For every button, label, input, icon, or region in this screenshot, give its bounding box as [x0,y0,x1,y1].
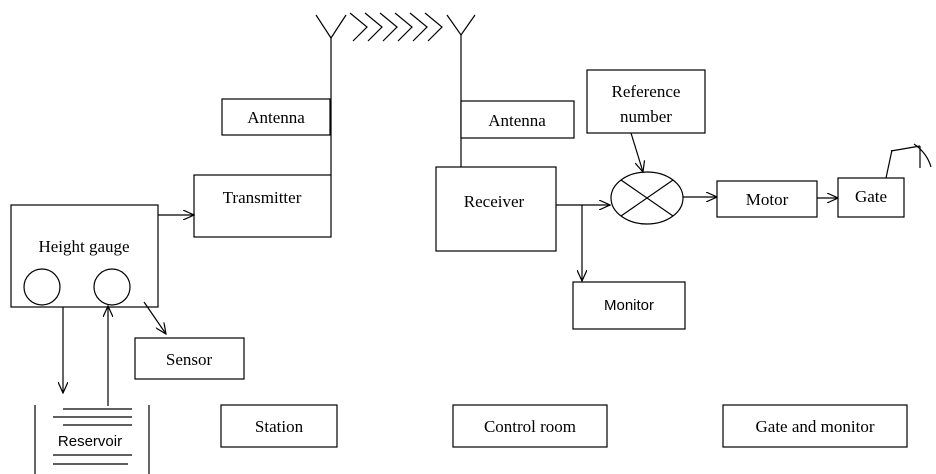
control-room-label: Control room [484,417,576,436]
receiver-label: Receiver [464,192,525,211]
gate-label: Gate [855,187,887,206]
reservoir-label: Reservoir [58,433,122,450]
station-label: Station [255,417,304,436]
receiver-box: Receiver [435,166,557,252]
station-label-box: Station [220,404,338,448]
gate-and-monitor-label: Gate and monitor [756,417,875,436]
antenna-station-box: Antenna [221,98,331,136]
summing-junction-icon [610,171,684,225]
motor-box: Motor [716,180,818,218]
antenna-station-label: Antenna [247,108,305,127]
control-antenna-icon [446,14,476,167]
reservoir-icon: Reservoir [34,405,150,474]
station-antenna-icon [315,14,347,175]
reference-to-comparator-arrow [630,132,643,172]
height-gauge-label: Height gauge [38,237,129,256]
height-gauge-box: Height gauge [10,204,159,308]
reference-number-label-line1: Reference [612,82,681,101]
antenna-control-box: Antenna [460,100,575,139]
motor-label: Motor [746,190,789,209]
transmitter-box: Transmitter [193,174,332,238]
reference-number-label-line2: number [620,107,672,126]
antenna-control-label: Antenna [488,111,546,130]
monitor-box: Monitor [572,281,686,330]
sensor-box: Sensor [134,337,245,380]
gauge-dial-left [23,268,61,306]
reference-number-box: Reference number [586,69,706,134]
gate-valve-icon [885,143,932,179]
gate-and-monitor-label-box: Gate and monitor [722,404,908,448]
signal-waves-icon [349,12,443,42]
gauge-to-sensor-arrow [143,301,166,334]
sensor-label: Sensor [166,350,213,369]
control-room-label-box: Control room [452,404,608,448]
transmitter-label: Transmitter [223,188,302,207]
gate-box: Gate [837,177,905,218]
monitor-label: Monitor [604,297,654,314]
